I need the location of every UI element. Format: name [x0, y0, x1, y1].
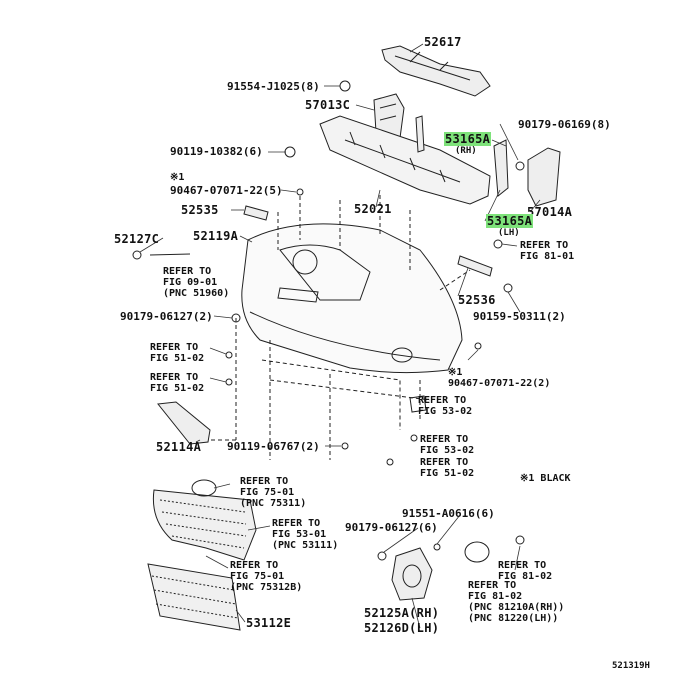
label-ref-75-01-a: REFER TO FIG 75-01 (PNC 75311)	[240, 476, 307, 509]
screw-90119-06767	[341, 442, 349, 450]
fog-lamp-bezel	[391, 547, 433, 601]
label-53165a-rh: 53165A	[444, 132, 492, 146]
leader-lines	[139, 43, 541, 629]
label-57014a: 57014A	[527, 205, 573, 219]
label-black-note: ※1 BLACK	[520, 473, 571, 484]
clip-refer-81-01	[493, 239, 503, 249]
clip-51-02a	[225, 351, 233, 359]
nut-90159	[503, 283, 513, 293]
upper-bracket-52617	[381, 45, 491, 97]
label-90179-06169: 90179-06169(8)	[518, 118, 611, 131]
label-52127c: 52127C	[114, 232, 160, 246]
label-52119a: 52119A	[193, 229, 239, 243]
bracket-53165a-rh	[415, 115, 425, 153]
label-52126d: 52126D(LH)	[364, 621, 440, 635]
fog-lamp	[464, 541, 490, 563]
label-52114a: 52114A	[156, 440, 202, 454]
clip-90467	[296, 188, 304, 196]
label-91551: 91551-A0616(6)	[402, 507, 495, 520]
cable-09-01	[149, 253, 191, 256]
plug-52127c	[132, 250, 142, 260]
clip-53-02b	[410, 434, 418, 442]
label-ref-53-02-b: REFER TO FIG 53-02	[420, 434, 475, 456]
clip-51-02b	[225, 378, 233, 386]
bracket-57014a	[527, 147, 561, 207]
bolt-90119-10382	[284, 146, 296, 158]
label-90119-10382: 90119-10382(6)	[170, 145, 263, 158]
label-90179-06127-c: 90179-06127(6)	[345, 521, 438, 534]
screw-91551	[433, 543, 441, 551]
label-ref-53-01: REFER TO FIG 53-01 (PNC 53111)	[272, 518, 339, 551]
lower-grille-53112e	[147, 563, 241, 631]
label-90467-a: 90467-07071-22(5)	[170, 184, 283, 197]
nut-90179-06169	[515, 161, 525, 171]
label-52125a: 52125A(RH)	[364, 606, 440, 620]
label-90119-06767: 90119-06767(2)	[227, 440, 320, 453]
bracket-53165a-lh	[493, 139, 509, 197]
clip-53-02a	[409, 395, 427, 413]
bolt-91554	[339, 80, 351, 92]
label-91554: 91554-J1025(8)	[227, 80, 320, 93]
label-90179-06127-a: 90179-06127(2)	[120, 310, 213, 323]
label-52536: 52536	[458, 293, 496, 307]
clip-81-02	[515, 535, 525, 545]
label-90467-b: ※1 90467-07071-22(2)	[448, 367, 551, 389]
nut-90179-06127-c	[377, 551, 387, 561]
label-ref-81-02-b: REFER TO FIG 81-02 (PNC 81210A(RH)) (PNC…	[468, 580, 565, 624]
label-ref-51-02-c: REFER TO FIG 51-02	[420, 457, 475, 479]
label-ref-53-02-a: REFER TO FIG 53-02	[418, 395, 473, 417]
label-ref-51-02-b: REFER TO FIG 51-02	[150, 372, 205, 394]
label-rh: (RH)	[455, 146, 477, 156]
label-ref-09-01: REFER TO FIG 09-01 (PNC 51960)	[163, 266, 230, 299]
label-53165a-lh: 53165A	[486, 214, 534, 228]
retainer-52535	[243, 205, 269, 221]
clip-90467-b	[474, 342, 482, 350]
bracket-52114a	[157, 401, 211, 445]
label-52617: 52617	[424, 35, 462, 49]
label-ref-81-01: REFER TO FIG 81-01	[520, 240, 575, 262]
label-52021: 52021	[354, 202, 392, 216]
label-52535: 52535	[181, 203, 219, 217]
label-ref-51-02-a: REFER TO FIG 51-02	[150, 342, 205, 364]
label-57013c: 57013C	[305, 98, 351, 112]
label-ref-75-01-b: REFER TO FIG 75-01 (PNC 75312B)	[230, 560, 303, 593]
diagram-code: 521319H	[612, 661, 650, 671]
label-ref-81-02-a: REFER TO FIG 81-02	[498, 560, 553, 582]
retainer-52536	[457, 255, 493, 277]
upper-grille	[152, 479, 257, 561]
label-90159: 90159-50311(2)	[473, 310, 566, 323]
label-lh: (LH)	[498, 228, 520, 238]
clip-51-02c	[386, 458, 394, 466]
reinforcement-52021	[319, 115, 491, 205]
bumper-cover-52119a	[241, 223, 463, 374]
label-53112e: 53112E	[246, 616, 292, 630]
label-star1: ※1	[170, 172, 185, 183]
